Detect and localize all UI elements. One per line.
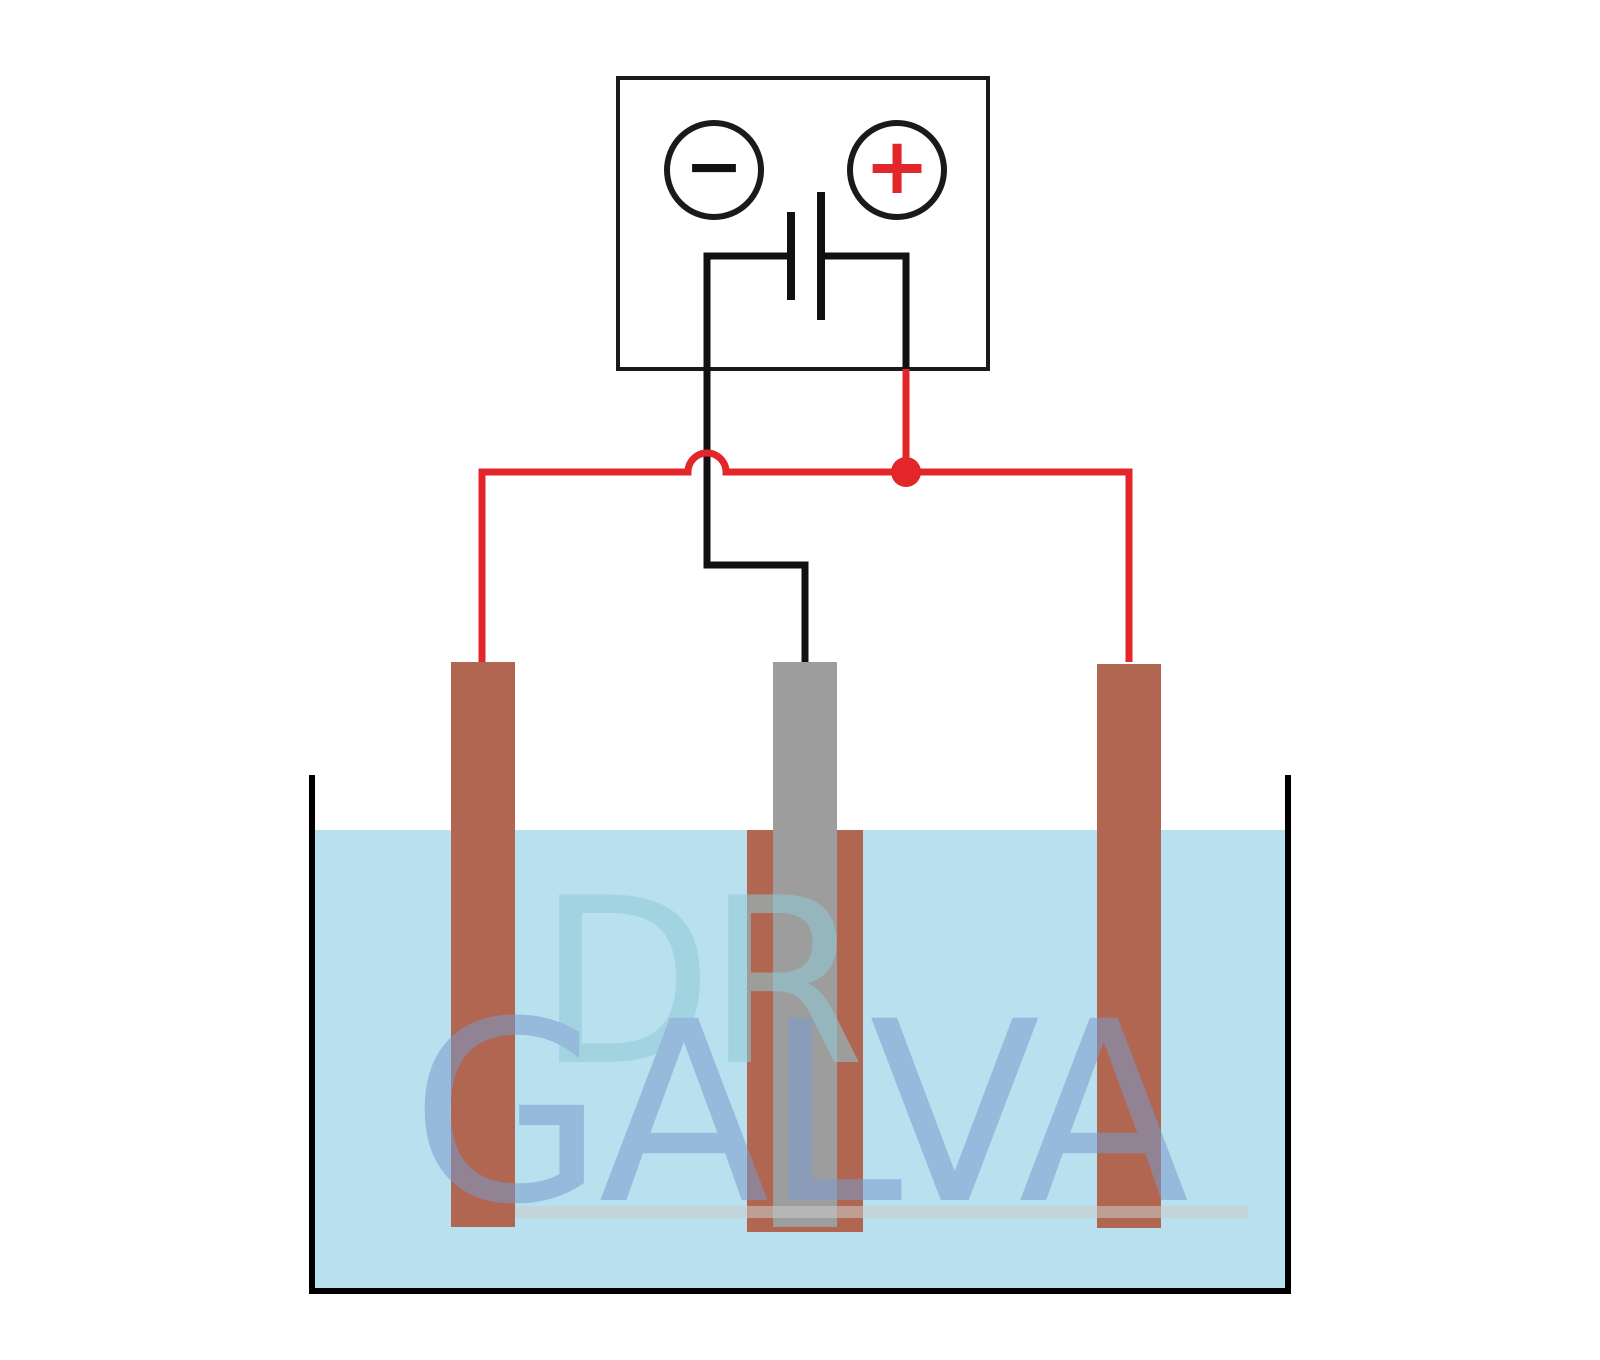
positive-junction	[891, 457, 921, 487]
anode-right	[1097, 664, 1161, 1228]
negative-terminal-symbol: −	[685, 125, 744, 207]
positive-wire-bus	[478, 449, 1133, 662]
negative-wire	[703, 252, 809, 662]
cathode	[773, 662, 837, 1227]
watermark-line1: DR	[537, 850, 860, 1117]
power-supply-box	[616, 76, 990, 371]
watermark: DR GALVA	[411, 850, 1248, 1259]
negative-terminal	[664, 120, 764, 220]
tank	[309, 775, 1291, 1294]
anode-left	[451, 662, 515, 1227]
positive-terminal-symbol: +	[864, 122, 929, 212]
positive-terminal	[847, 120, 947, 220]
positive-wire-internal	[821, 252, 910, 369]
